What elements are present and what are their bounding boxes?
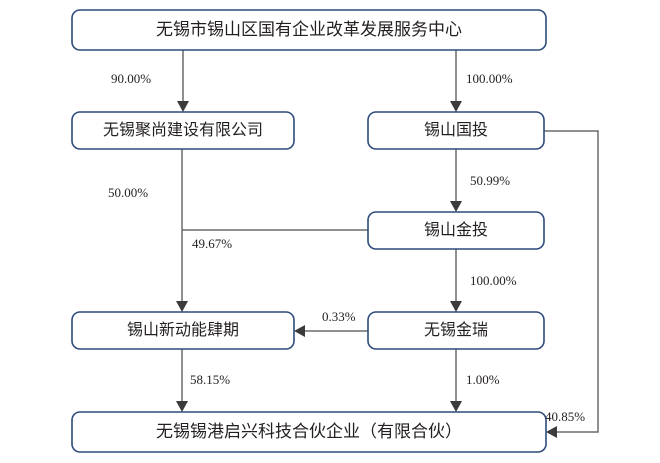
edges-layer (176, 50, 599, 438)
arrowhead-xsjt-to-jinrui (450, 301, 462, 312)
arrowhead-xsgt-to-qixing (546, 426, 557, 438)
arrowhead-jushang-to-xdn (176, 301, 188, 312)
node-box-jushang (71, 111, 295, 150)
node-box-center (71, 9, 547, 51)
node-label-jushang: 无锡聚尚建设有限公司 (103, 121, 263, 139)
node-label-jinrui: 无锡金瑞 (424, 321, 488, 339)
node-box-xsgt (367, 111, 545, 150)
node-center[interactable]: 无锡市锡山区国有企业改革发展服务中心 (71, 9, 547, 51)
edge-xsgt-to-qixing (544, 130, 599, 433)
node-label-center: 无锡市锡山区国有企业改革发展服务中心 (156, 20, 462, 39)
edge-label-jinrui-to-qixing: 1.00% (466, 372, 500, 387)
edge-label-xsgt-to-xsjt: 50.99% (470, 173, 510, 188)
node-box-xdn (71, 311, 295, 350)
node-box-jinrui (367, 311, 545, 350)
node-label-xsjt: 锡山金投 (424, 221, 488, 239)
node-box-xsjt (367, 211, 545, 250)
edge-label-jinrui-to-xdn: 0.33% (322, 309, 356, 324)
node-label-xsgt: 锡山国投 (424, 121, 488, 139)
arrowhead-center-to-jushang (177, 101, 189, 112)
edge-label-center-to-jushang: 90.00% (111, 71, 151, 86)
arrowhead-jinrui-to-xdn (294, 325, 305, 337)
arrowhead-xsgt-to-xsjt (450, 201, 462, 212)
edge-labels-layer: 90.00% 100.00% 50.00% 49.67% 50.99% 100.00% 0.… (108, 71, 585, 424)
node-xsjt[interactable]: 锡山金投 (367, 211, 545, 250)
arrowhead-jinrui-to-qixing (450, 401, 462, 412)
edge-label-xsgt-to-qixing: 40.85% (545, 409, 585, 424)
node-jinrui[interactable]: 无锡金瑞 (367, 311, 545, 350)
node-qixing[interactable]: 无锡锡港启兴科技合伙企业（有限合伙） (71, 411, 547, 453)
edge-label-xsjt-to-xdn: 49.67% (192, 236, 232, 251)
node-box-qixing (71, 411, 547, 453)
arrowhead-center-to-xsgt (450, 101, 462, 112)
edge-label-jushang-to-xdn: 50.00% (108, 185, 148, 200)
edge-label-center-to-xsgt: 100.00% (466, 71, 513, 86)
node-label-xdn: 锡山新动能肆期 (127, 321, 239, 339)
arrowhead-xdn-to-qixing (176, 401, 188, 412)
node-xsgt[interactable]: 锡山国投 (367, 111, 545, 150)
edge-label-xsjt-to-jinrui: 100.00% (470, 273, 517, 288)
node-label-qixing: 无锡锡港启兴科技合伙企业（有限合伙） (156, 422, 462, 441)
node-xdn[interactable]: 锡山新动能肆期 (71, 311, 295, 350)
edge-label-xdn-to-qixing: 58.15% (190, 372, 230, 387)
node-jushang[interactable]: 无锡聚尚建设有限公司 (71, 111, 295, 150)
